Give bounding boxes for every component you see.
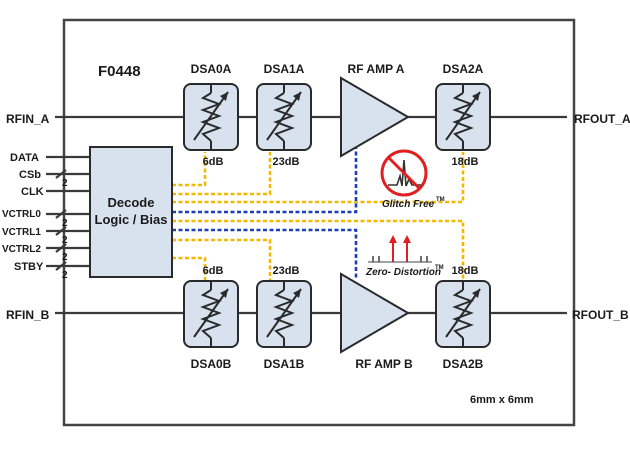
glitch-free-label: Glitch Free [382,199,435,210]
pin-data: DATA [10,152,39,164]
dsa1b-block [256,280,312,348]
rf-amp-b-label: RF AMP B [355,357,413,371]
dsa0b-block [183,280,239,348]
dsa2b-name: DSA2B [443,357,484,371]
port-rfout-b: RFOUT_B [572,308,629,322]
dsa0b-name: DSA0B [191,357,232,371]
glitch-free-tm: TM [436,197,445,203]
pin-stby: STBY [14,261,44,273]
decode-logic-block: Decode Logic / Bias [89,146,173,278]
dsa2b-atten: 18dB [452,265,479,277]
dsa2a-atten: 18dB [452,156,479,168]
rf-amp-a-block [340,76,410,158]
dsa1a-name: DSA1A [264,62,305,76]
pin-vctrl0: VCTRL0 [2,209,41,220]
dsa0a-name: DSA0A [191,62,232,76]
dsa2b-block [435,280,491,348]
glitch-free-icon [380,149,428,197]
dsa2a-block [435,83,491,151]
port-rfin-a: RFIN_A [6,112,50,126]
zero-distortion-label: Zero- Distortion [365,267,441,278]
bus-width-vctrl2: 2 [62,252,68,263]
dsa1b-name: DSA1B [264,357,305,371]
pin-vctrl1: VCTRL1 [2,227,41,238]
control-pin-lines [46,155,90,271]
dsa1a-atten: 23dB [273,156,300,168]
zero-distortion-icon [368,235,432,263]
control-lines-blue [172,148,358,280]
decode-label-line2: Logic / Bias [95,212,168,227]
pin-clk: CLK [21,186,44,198]
chip-size: 6mm x 6mm [470,394,534,406]
port-rfin-b: RFIN_B [6,308,50,322]
dsa1a-block [256,83,312,151]
bus-width-csb: 2 [62,178,68,189]
dsa0b-atten: 6dB [203,265,224,277]
dsa0a-atten: 6dB [203,156,224,168]
bus-width-stby: 2 [62,270,68,281]
bus-width-vctrl0: 2 [62,218,68,229]
rf-amp-b-block [340,272,410,354]
dsa1b-atten: 23dB [273,265,300,277]
control-lines-yellow [172,152,465,281]
decode-label-line1: Decode [108,195,155,210]
part-number: F0448 [98,63,141,80]
dsa0a-block [183,83,239,151]
zero-distortion-tm: TM [435,265,444,271]
bus-width-vctrl1: 2 [62,235,68,246]
dsa2a-name: DSA2A [443,62,484,76]
pin-vctrl2: VCTRL2 [2,244,41,255]
pin-csb: CSb [19,169,41,181]
rf-amp-a-label: RF AMP A [348,62,405,76]
port-rfout-a: RFOUT_A [574,112,630,126]
